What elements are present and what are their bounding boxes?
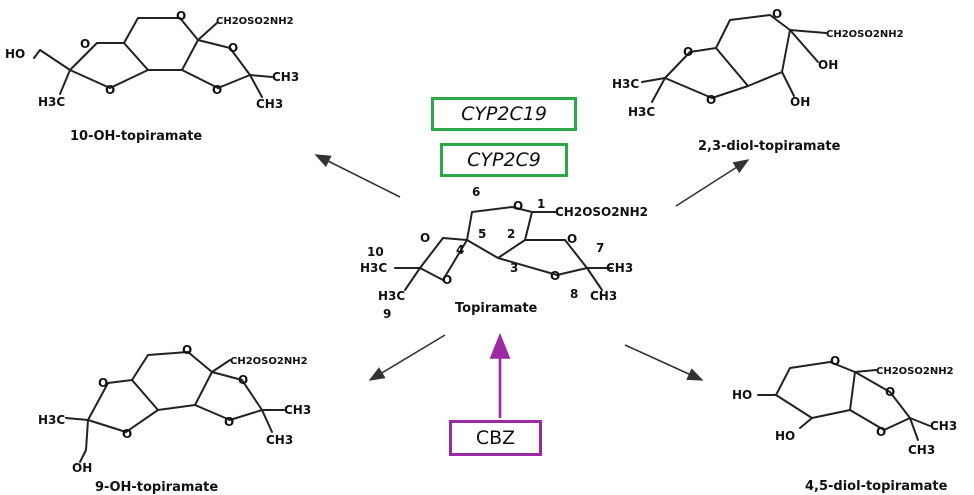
m4-atom-5: CH3 [930,419,957,433]
m2-label: 2,3-diol-topiramate [698,139,841,154]
locant-8: 8 [570,287,578,301]
atom-methyl-7: CH3 [606,261,633,275]
arrow-to-9-oh [368,334,446,381]
inducer-label-cbz: CBZ [475,427,516,449]
m2-atom-4: H3C [628,105,655,119]
m3-atom-9: CH2OSO2NH2 [230,356,308,367]
topiramate-label: Topiramate [455,301,538,316]
m2-atom-7: CH2OSO2NH2 [826,29,904,40]
m3-atom-5: H3C [38,413,65,427]
atom-methyl-9: H3C [378,289,405,303]
m1-atom-8: CH3 [256,97,283,111]
locant-3: 3 [510,261,518,275]
m4-atom-1: O [885,385,895,399]
locant-1: 1 [537,197,545,211]
locant-9: 9 [383,307,391,321]
atom-methyl-8: CH3 [590,289,617,303]
m2-atom-2: O [706,93,716,107]
m3-atom-8: CH3 [266,433,293,447]
atom-o-b: O [442,273,452,287]
atom-o-d: O [550,269,560,283]
locant-6: 6 [472,185,480,199]
m2-atom-3: H3C [612,77,639,91]
m2-atom-1: O [683,45,693,59]
m1-atom-2: O [105,83,115,97]
atom-sulfamate: CH2OSO2NH2 [555,205,648,219]
atom-o-ring: O [513,199,523,213]
m4-atom-2: O [876,425,886,439]
m1-atom-1: O [80,37,90,51]
m1-atom-7: CH3 [272,70,299,84]
m3-atom-2: O [122,427,132,441]
arrow-to-2-3-diol [675,159,750,207]
metabolite-2-3-diol: O O O H3C H3C OH OH CH2OSO2NH2 2,3-diol-… [612,7,904,154]
m2-atom-0: O [772,7,782,21]
atom-methyl-10: H3C [360,261,387,275]
m4-atom-7: CH2OSO2NH2 [876,366,954,377]
enzyme-label-cyp2c19: CYP2C19 [461,103,547,125]
m3-atom-4: O [224,415,234,429]
m1-atom-4: O [228,41,238,55]
enzyme-box-cyp2c19: CYP2C19 [431,97,577,131]
locant-4: 4 [456,243,464,257]
inducer-box-cbz: CBZ [449,420,542,456]
m4-atom-3: HO [732,388,752,402]
arrow-to-4-5-diol [624,344,704,381]
topiramate-structure: O O O O O H3C H3C CH3 CH3 CH2OSO2NH2 1 2… [360,185,648,321]
atom-o-a: O [420,231,430,245]
m1-atom-0: HO [5,47,25,61]
m3-atom-3: O [238,373,248,387]
enzyme-box-cyp2c9: CYP2C9 [440,143,568,177]
metabolite-10-oh: HO O O O O O H3C CH3 CH3 CH2OSO2NH2 10-O… [5,9,299,144]
locant-5: 5 [478,227,486,241]
m2-atom-5: OH [818,58,838,72]
m3-label: 9-OH-topiramate [95,480,218,495]
m4-atom-0: O [830,354,840,368]
m1-label: 10-OH-topiramate [70,129,202,144]
enzyme-label-cyp2c9: CYP2C9 [467,149,541,171]
m4-atom-6: CH3 [908,443,935,457]
locant-7: 7 [596,241,604,255]
arrow-to-10-oh [314,154,401,198]
m1-atom-9: CH2OSO2NH2 [216,16,294,27]
m1-atom-3: O [176,9,186,23]
m3-atom-6: OH [72,461,92,475]
m3-atom-7: CH3 [284,403,311,417]
m1-atom-5: O [212,83,222,97]
metabolite-9-oh: O O O O O H3C OH CH3 CH3 CH2OSO2NH2 9-OH… [38,343,311,495]
m3-atom-0: O [182,343,192,357]
atom-o-c: O [567,232,577,246]
metabolite-4-5-diol: O O O HO HO CH3 CH3 CH2OSO2NH2 4,5-diol-… [732,354,957,494]
m4-label: 4,5-diol-topiramate [805,479,948,494]
m2-atom-6: OH [790,95,810,109]
m1-atom-6: H3C [38,95,65,109]
locant-2: 2 [507,227,515,241]
m4-atom-4: HO [775,429,795,443]
locant-10: 10 [367,245,384,259]
m3-atom-1: O [98,376,108,390]
